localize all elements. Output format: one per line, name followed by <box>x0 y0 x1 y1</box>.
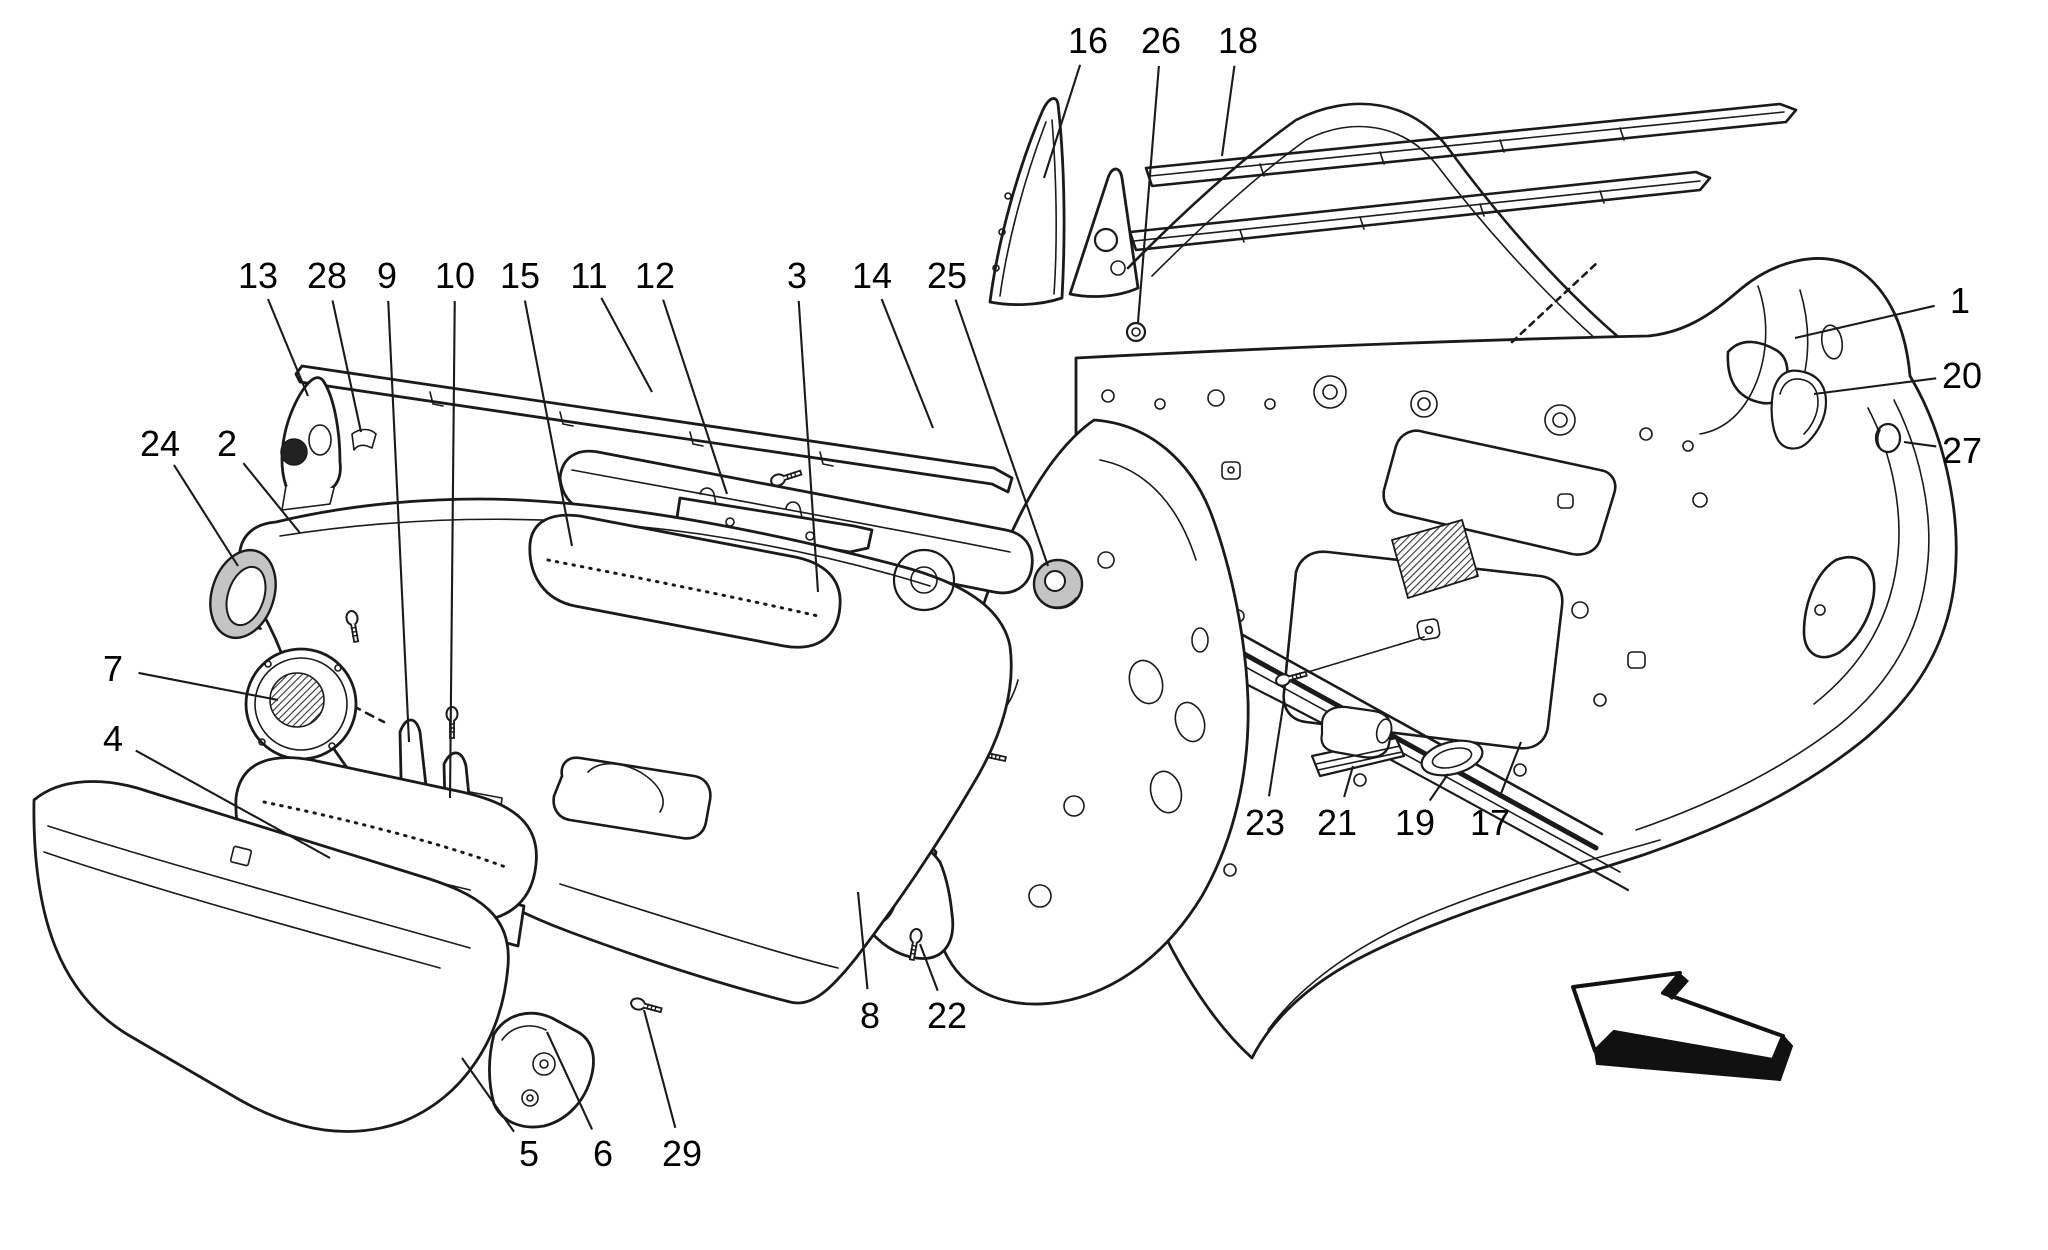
callout-11: 11 <box>570 255 607 296</box>
leader-line-29 <box>642 1009 677 1129</box>
pocket-end-cap <box>488 1011 595 1129</box>
leader-line-21 <box>1343 765 1355 798</box>
callout-10: 10 <box>435 255 475 296</box>
callout-1: 1 <box>1950 280 1970 321</box>
callout-26: 26 <box>1141 20 1181 61</box>
callout-18: 18 <box>1218 20 1258 61</box>
tweeter-pod <box>280 376 342 511</box>
inner-handle-slot <box>552 756 712 840</box>
assembly-direction-mark <box>1510 260 1600 344</box>
leader-line-18 <box>1220 65 1236 157</box>
glass-slot-opening <box>1382 429 1617 556</box>
door-pull-cup <box>892 548 956 612</box>
leader-line-15 <box>523 300 574 547</box>
leader-line-16 <box>1042 64 1082 179</box>
lower-pocket <box>32 780 510 1133</box>
callout-2: 2 <box>217 423 237 464</box>
callout-16: 16 <box>1068 20 1108 61</box>
callout-19: 19 <box>1395 802 1435 843</box>
trim-top-edge <box>279 518 931 587</box>
callout-5: 5 <box>519 1133 539 1174</box>
leader-line-17 <box>1498 741 1522 799</box>
leader-line-26 <box>1136 65 1160 323</box>
leader-line-22 <box>919 943 939 992</box>
callout-24: 24 <box>140 423 180 464</box>
door-inner-panel <box>1074 257 1958 1060</box>
oval-grommet <box>1420 739 1484 777</box>
door-trim-group <box>32 364 1034 1133</box>
callout-25: 25 <box>927 255 967 296</box>
leader-line-6 <box>546 1031 594 1130</box>
leader-line-3 <box>797 300 820 593</box>
grommet-plug-26 <box>1125 321 1147 343</box>
leader-line-1 <box>1794 304 1935 340</box>
callout-20: 20 <box>1942 355 1982 396</box>
weatherstrip-upper <box>1144 102 1798 188</box>
direction-arrow <box>1571 971 1794 1082</box>
leader-line-20 <box>1813 377 1937 396</box>
leader-line-8 <box>856 891 869 990</box>
rear-pocket-detail <box>1802 555 1876 659</box>
clip-28 <box>351 428 377 451</box>
callout-3: 3 <box>787 255 807 296</box>
callout-4: 4 <box>103 718 123 759</box>
callout-9: 9 <box>377 255 397 296</box>
leader-line-23 <box>1267 699 1286 797</box>
screw-29 <box>628 995 664 1017</box>
regulator-opening <box>1282 550 1564 750</box>
screw-23 <box>1273 618 1441 689</box>
rubber-grommet-25 <box>1032 558 1084 610</box>
callout-17: 17 <box>1470 802 1510 843</box>
leader-line-2 <box>242 462 301 534</box>
leader-line-28 <box>331 300 363 433</box>
leader-line-4 <box>135 749 331 859</box>
leader-line-24 <box>173 464 239 567</box>
courtesy-light <box>1310 705 1406 778</box>
mirror-triangle <box>988 97 1140 307</box>
callout-13: 13 <box>238 255 278 296</box>
callout-14: 14 <box>852 255 892 296</box>
handle-gasket <box>1770 369 1828 450</box>
callout-15: 15 <box>500 255 540 296</box>
panel-holes <box>1101 375 1826 877</box>
callout-27: 27 <box>1942 430 1982 471</box>
door-edge-fold <box>1635 399 1930 831</box>
armrest-pad-15 <box>528 513 842 649</box>
callout-7: 7 <box>103 648 123 689</box>
weatherstrip-lower <box>1128 170 1712 252</box>
door-edge-fold2 <box>1813 407 1900 705</box>
callout-29: 29 <box>662 1133 702 1174</box>
leader-line-9 <box>387 300 411 743</box>
leader-line-12 <box>662 299 728 495</box>
glass-bracket <box>1390 518 1480 600</box>
callout-23: 23 <box>1245 802 1285 843</box>
callout-28: 28 <box>307 255 347 296</box>
speaker <box>244 647 358 761</box>
leader-line-14 <box>880 298 934 429</box>
door-shell-group <box>988 97 1958 1060</box>
callout-6: 6 <box>593 1133 613 1174</box>
plug-cap <box>1874 422 1902 454</box>
gasket-ring-24 <box>209 548 277 640</box>
leader-line-11 <box>600 297 653 393</box>
leader-line-5 <box>461 1057 515 1133</box>
callout-21: 21 <box>1317 802 1357 843</box>
callout-22: 22 <box>927 995 967 1036</box>
leader-line-19 <box>1428 773 1449 802</box>
leader-line-10 <box>448 300 456 799</box>
callout-8: 8 <box>860 995 880 1036</box>
top-finisher-strip <box>294 364 1014 494</box>
trim-lower-line <box>559 883 839 969</box>
callout-12: 12 <box>635 255 675 296</box>
leader-line-13 <box>266 298 309 397</box>
leader-line-25 <box>954 299 1049 567</box>
leader-line-7 <box>138 671 279 702</box>
leader-line-27 <box>1903 440 1937 448</box>
